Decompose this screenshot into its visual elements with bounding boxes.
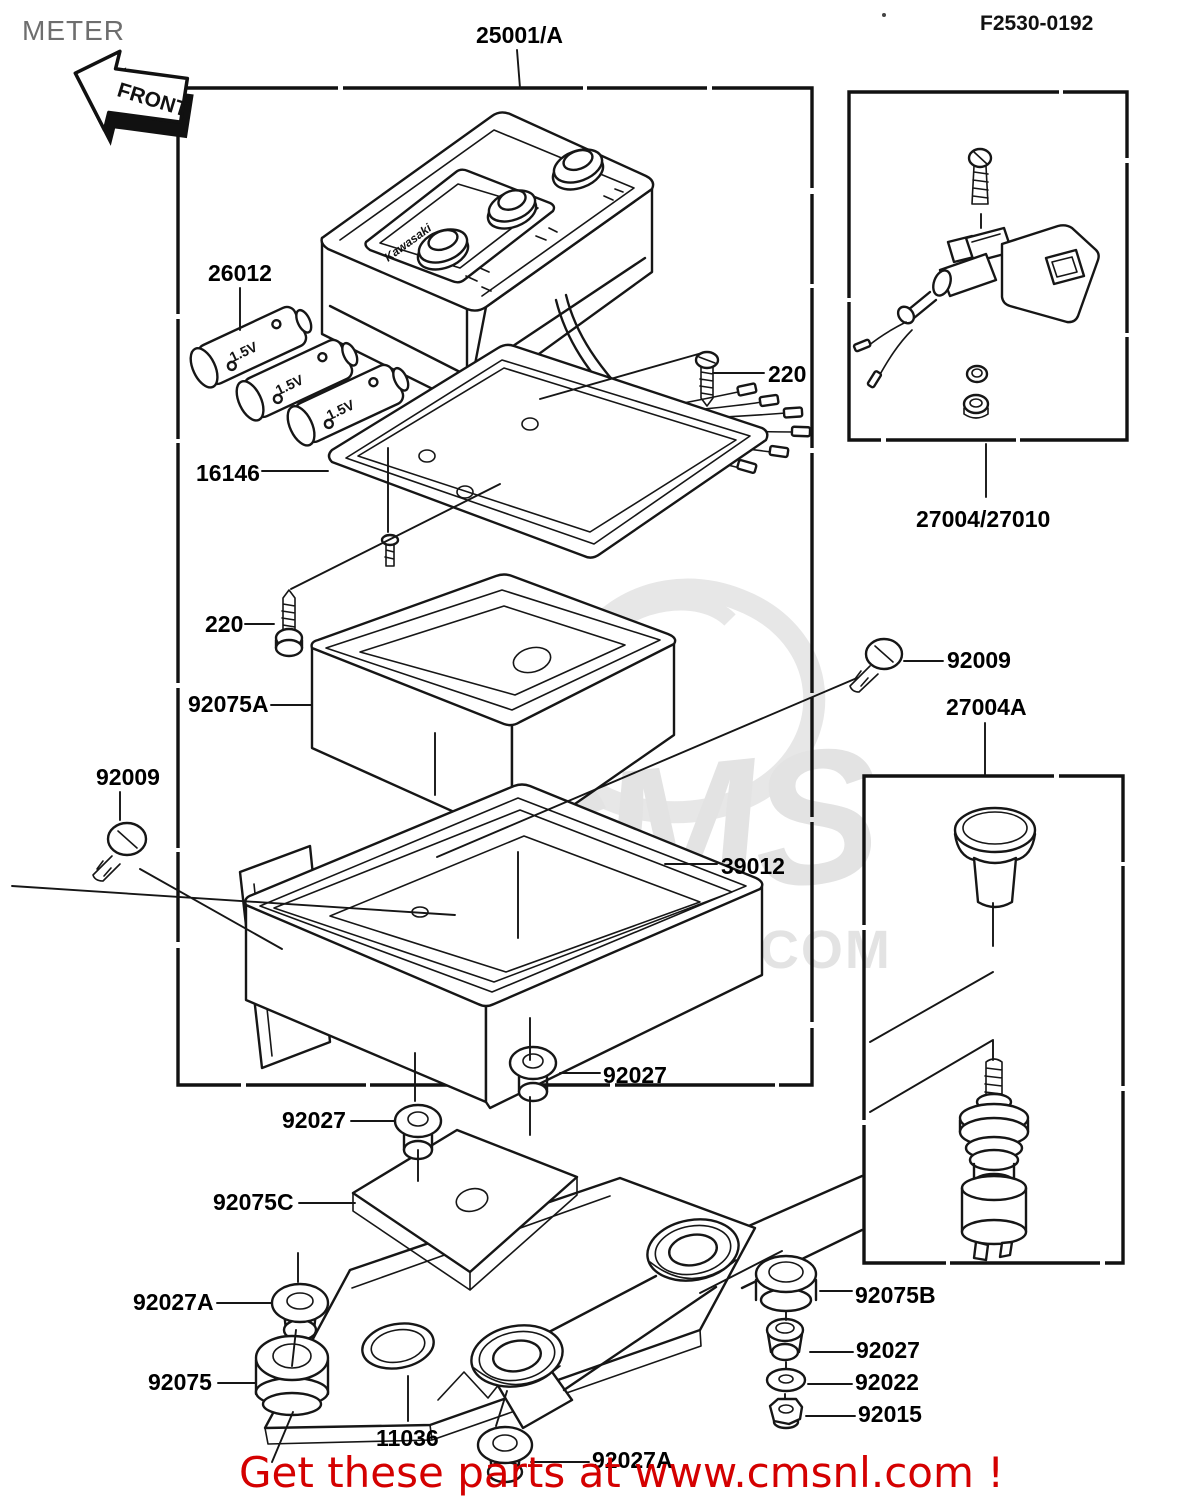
part-label-92075A: 92075A [188,691,269,717]
part-label-27004A: 27004A [946,694,1027,720]
damper-92075B [754,1254,818,1313]
part-label-26012: 26012 [208,260,272,286]
screw-220-left [274,589,304,658]
screw-92009-left [92,821,148,882]
collar-92027-right [765,1317,805,1362]
part-label-220-left: 220 [205,611,243,637]
screw-220-right [694,350,720,407]
part-label-92027A-bottom: 92027A [592,1447,673,1473]
meter-button [551,148,605,191]
switch-assembly-drawing [852,147,1100,419]
part-label-92009-left: 92009 [96,764,160,790]
screw-92009-right [849,637,904,693]
page-title: METER [22,15,125,46]
footer-promo-text: Get these parts at www.cmsnl.com ! [239,1448,1004,1497]
upper-damper-case [310,573,677,847]
part-label-92075B: 92075B [855,1282,936,1308]
part-label-92027-br: 92027 [856,1337,920,1363]
meter-unit: Kawasaki [320,111,812,475]
grommet-92027-right [508,1045,558,1103]
part-label-92027A-left: 92027A [133,1289,214,1315]
switch-panel-frame [847,90,1129,442]
part-label-92075: 92075 [148,1369,212,1395]
washer-92022 [765,1367,807,1393]
part-label-92009-right: 92009 [947,647,1011,673]
battery-set: 1.5V 1.5V 1.5V [189,305,410,447]
switch-detail-frame [862,774,1125,1265]
part-label-92075C: 92075C [213,1189,294,1215]
stay-ring [646,1218,740,1282]
grommet-92027A-bottom [476,1425,534,1484]
figure-code: F2530-0192 [980,12,1093,35]
part-label-27004-27010: 27004/27010 [916,506,1050,532]
cover-plate [327,343,769,567]
part-label-92022: 92022 [855,1369,919,1395]
stay-ring [470,1324,564,1388]
grommet-92027-left [393,1103,443,1161]
part-label-92027-right: 92027 [603,1062,667,1088]
meter-button [486,189,538,230]
part-label-220-right: 220 [768,361,806,387]
part-label-16146: 16146 [196,460,260,486]
switch-cap-drawing [869,806,1037,1262]
bracket-assembly [263,1128,864,1445]
leader-lines [11,49,987,1463]
part-label-25001A: 25001/A [476,22,563,48]
print-artifact-dot [882,13,886,17]
part-label-92015: 92015 [858,1401,922,1427]
part-label-11036: 11036 [376,1425,439,1451]
part-label-39012: 39012 [721,853,785,879]
front-direction-badge: FRONT [73,49,194,146]
part-label-92027-left: 92027 [282,1107,346,1133]
wire-connectors [736,382,812,475]
meter-button [416,228,470,271]
nut-92015 [768,1397,804,1430]
